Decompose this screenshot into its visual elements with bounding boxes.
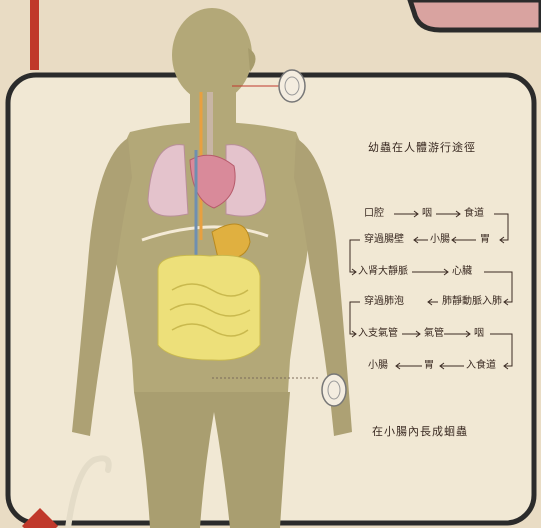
egg-icon-lower — [322, 374, 346, 406]
bottom-label: 在小腸內長成蛔蟲 — [372, 426, 468, 438]
route-row4-alveoli: 穿過肺泡 — [364, 296, 404, 308]
route-row3-vena-cava: 入肾大靜脈 — [358, 266, 408, 278]
route-row5-bronchi: 入支氣管 — [358, 328, 398, 340]
route-row1-esophagus: 食道 — [464, 208, 484, 220]
route-row6-small-intestine: 小腸 — [368, 360, 388, 372]
egg-icon-upper — [279, 70, 305, 102]
route-row5-trachea: 氣管 — [424, 328, 444, 340]
route-row5-pharynx: 咽 — [474, 328, 484, 340]
top-right-panel — [410, 0, 541, 30]
route-row2-small-intestine: 小腸 — [430, 234, 450, 246]
route-row1-pharynx: 咽 — [422, 208, 432, 220]
route-row2-intestine-wall: 穿過腸壁 — [364, 234, 404, 246]
route-row2-stomach: 胃 — [480, 234, 490, 246]
route-row4-pulmonary-vessels: 肺靜動脈入肺 — [442, 296, 502, 308]
route-row6-stomach: 胃 — [424, 360, 434, 372]
route-row3-heart: 心臟 — [452, 266, 472, 278]
red-vertical-bar — [30, 0, 39, 70]
route-row1-mouth: 口腔 — [364, 208, 384, 220]
panel-title: 幼蟲在人體游行途徑 — [368, 142, 476, 154]
head — [172, 8, 252, 102]
stomach — [212, 224, 250, 259]
route-row6-to-esophagus: 入食道 — [466, 360, 496, 372]
